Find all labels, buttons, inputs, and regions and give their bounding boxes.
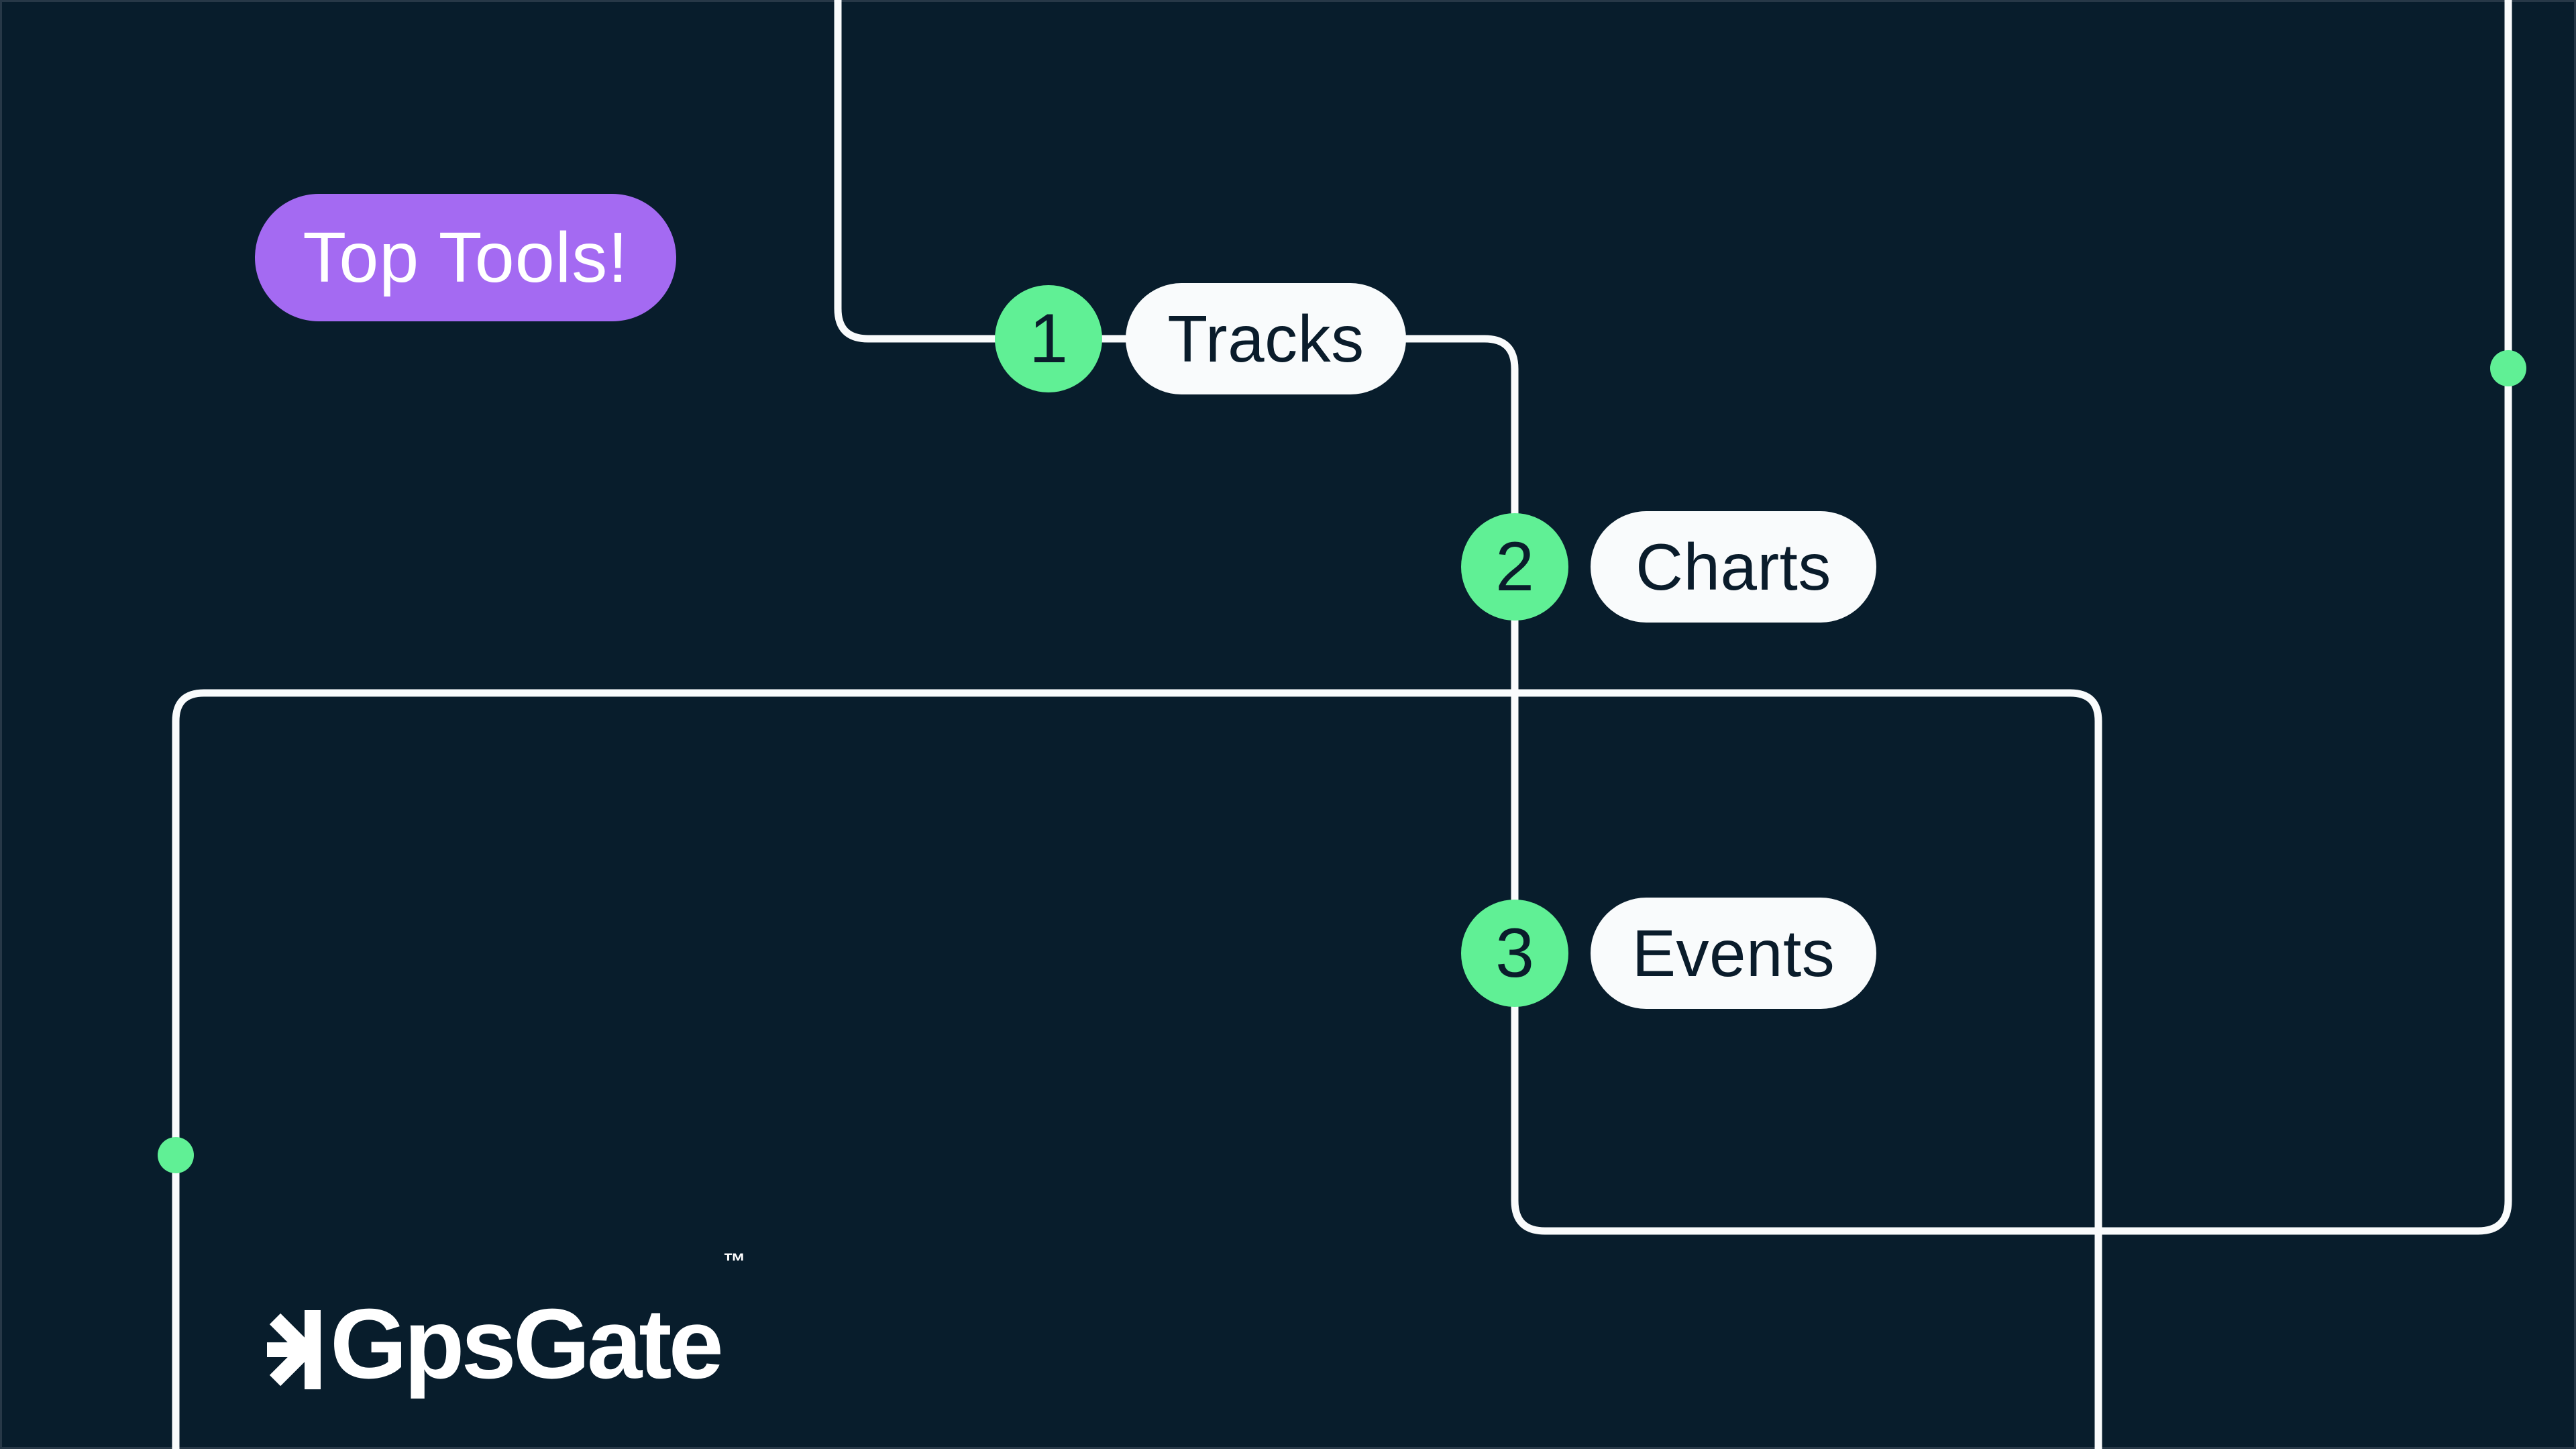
step-1-number-circle: 1 — [995, 285, 1102, 392]
top-tools-badge: Top Tools! — [255, 194, 676, 321]
gpsgate-logo-text: GpsGate™ — [330, 1250, 746, 1394]
gpsgate-logo: GpsGate ™ — [267, 1250, 746, 1399]
transit-stop-dot-left — [158, 1137, 194, 1173]
step-1-label: Tracks — [1167, 301, 1364, 376]
step-2-number: 2 — [1495, 528, 1534, 606]
step-1-pill-tracks: Tracks — [1126, 283, 1406, 394]
step-2-pill-charts: Charts — [1591, 511, 1876, 623]
step-3-number: 3 — [1495, 914, 1534, 992]
gpsgate-logo-mark-icon — [267, 1310, 321, 1389]
transit-stop-dot-right — [2490, 350, 2526, 386]
step-3-number-circle: 3 — [1461, 900, 1568, 1007]
step-2-label: Charts — [1635, 529, 1831, 604]
step-3-pill-events: Events — [1591, 898, 1876, 1009]
top-tools-badge-label: Top Tools! — [303, 217, 629, 297]
route-line-main — [834, 0, 2512, 1235]
step-2-number-circle: 2 — [1461, 513, 1568, 621]
step-1-number: 1 — [1029, 300, 1068, 378]
trademark-symbol: ™ — [722, 1249, 746, 1275]
route-line-bridge — [172, 689, 2102, 1449]
step-3-label: Events — [1631, 916, 1835, 990]
gpsgate-wordmark: GpsGate — [330, 1289, 724, 1399]
